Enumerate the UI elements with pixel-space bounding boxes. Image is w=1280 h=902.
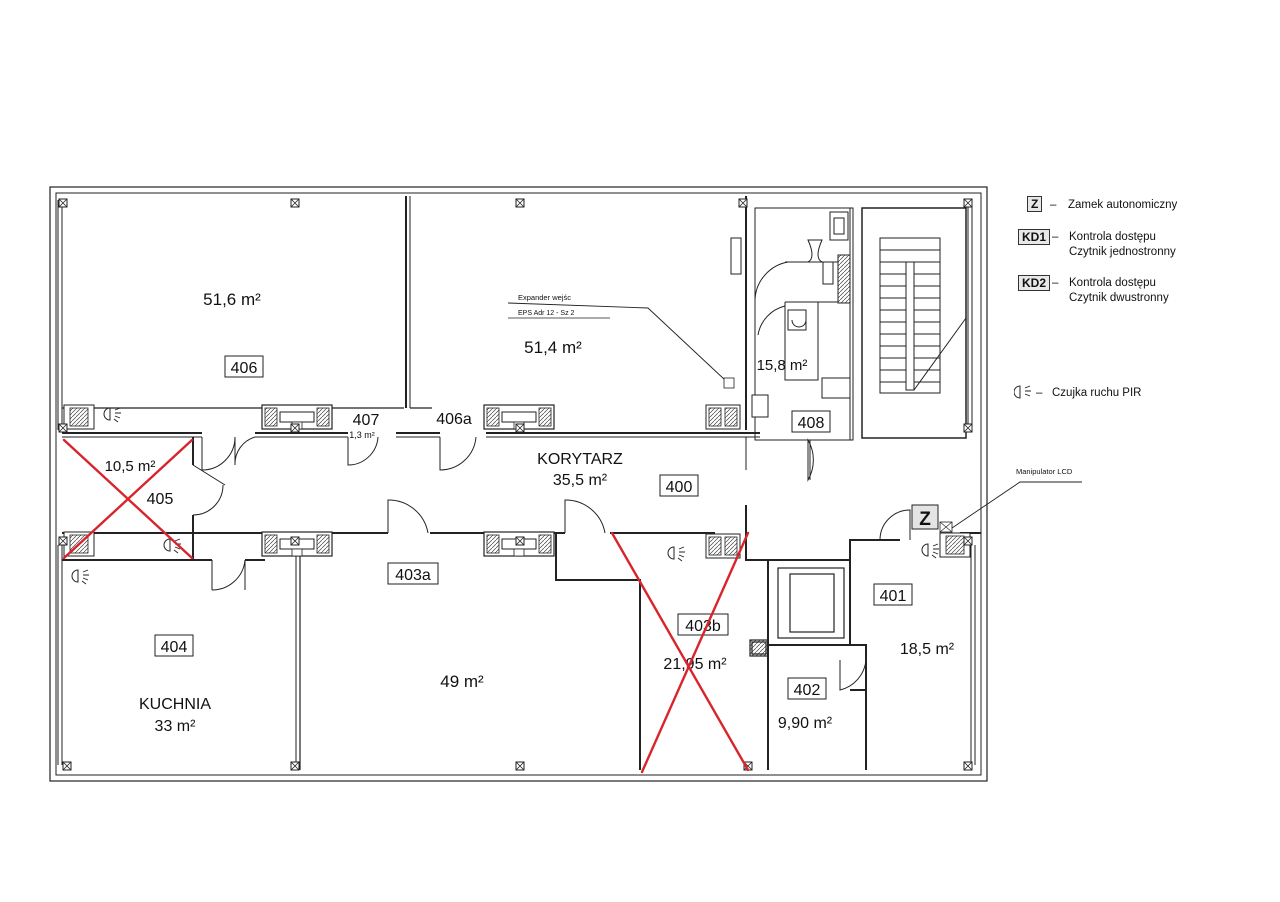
pir-sensor-icon	[103, 407, 122, 423]
radiators	[63, 404, 971, 559]
room-404-area: 33 m²	[155, 718, 197, 735]
room-401-number: 401	[880, 588, 907, 605]
room-404-name: KUCHNIA	[139, 696, 211, 713]
legend-key-kd1: KD1	[1018, 229, 1051, 245]
legend-text-pir: Czujka ruchu PIR	[1052, 387, 1142, 399]
room-405-number: 405	[147, 491, 174, 508]
pir-sensor-icon	[667, 546, 686, 562]
legend-text-z: Zamek autonomiczny	[1068, 199, 1178, 211]
legend-dash: –	[1052, 277, 1059, 289]
legend-dash: –	[1052, 231, 1059, 243]
legend-text-kd1-line1: Kontrola dostępu	[1069, 231, 1156, 243]
interior-walls	[62, 196, 981, 770]
room-406-area: 51,6 m²	[203, 290, 261, 309]
room-405-cancel-cross	[62, 438, 194, 560]
staircase	[808, 207, 967, 441]
legend-text-kd2-line2: Czytnik dwustronny	[1069, 292, 1169, 304]
legend-dash: –	[1036, 387, 1043, 399]
expander-annotation: Expander wejśc EPS Adr 12 - Sz 2	[507, 293, 735, 389]
columns	[58, 198, 973, 771]
legend-dash: –	[1050, 199, 1057, 211]
svg-text:Z: Z	[919, 509, 931, 530]
legend-text-kd2-line1: Kontrola dostępu	[1069, 277, 1156, 289]
room-406-number: 406	[231, 360, 258, 377]
corridor-name: KORYTARZ	[537, 451, 623, 468]
outer-walls	[49, 186, 988, 782]
lock-symbol: Z	[911, 504, 939, 530]
pir-sensor-icon	[71, 569, 90, 585]
room-406a-number: 406a	[436, 411, 472, 428]
room-403a-number: 403a	[395, 567, 431, 584]
legend-text-kd1-line2: Czytnik jednostronny	[1069, 246, 1176, 258]
cancel-marks	[62, 438, 750, 774]
pir-sensors	[71, 407, 940, 585]
corridor-area: 35,5 m²	[553, 472, 608, 489]
manipulator-label: Manipulator LCD	[1016, 467, 1073, 476]
room-401-area: 18,5 m²	[900, 641, 955, 658]
corridor-number: 400	[666, 479, 693, 496]
room-403b-area: 21,95 m²	[663, 656, 727, 673]
manipulator-annotation: Manipulator LCD	[939, 467, 1082, 533]
room-405-area: 10,5 m²	[105, 458, 156, 475]
pir-sensor-icon	[1014, 385, 1031, 399]
expander-label: Expander wejśc	[518, 293, 571, 302]
room-402-number: 402	[794, 682, 821, 699]
wc-fixtures	[730, 207, 854, 482]
room-406a-area: 51,4 m²	[524, 338, 582, 357]
room-407-number: 407	[353, 412, 380, 429]
legend-key-z: Z	[1027, 196, 1043, 212]
room-408-area: 15,8 m²	[757, 357, 808, 374]
room-labels: 51,6 m² 406 51,4 m² 406a 407 1,3 m² 15,8…	[105, 290, 955, 735]
elevator	[749, 567, 845, 657]
doors	[192, 436, 911, 691]
pir-sensor-icon	[921, 543, 940, 559]
room-403b-number: 403b	[685, 618, 721, 635]
expander-address: EPS Adr 12 - Sz 2	[518, 310, 575, 317]
room-407-area: 1,3 m²	[349, 430, 375, 440]
room-403b-cancel-cross	[610, 531, 750, 774]
room-408-number: 408	[798, 415, 825, 432]
room-402-area: 9,90 m²	[778, 715, 833, 732]
room-404-number: 404	[161, 639, 188, 656]
room-403a-area: 49 m²	[440, 672, 484, 691]
legend-key-kd2: KD2	[1018, 275, 1051, 291]
